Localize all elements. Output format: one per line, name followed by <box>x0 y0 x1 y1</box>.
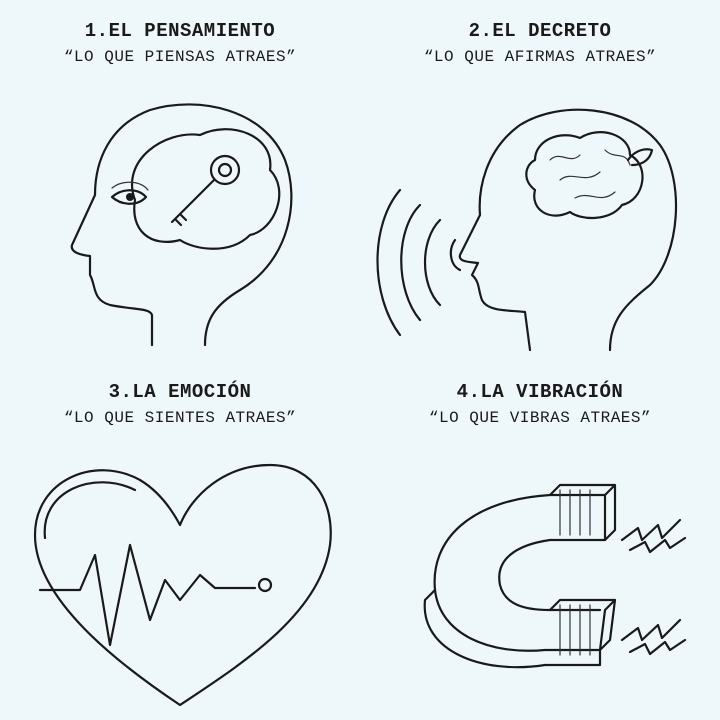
panel-title: 4.LA VIBRACIÓN <box>456 381 624 403</box>
panel-decreto: 2.EL DECRETO “LO QUE AFIRMAS ATRAES” <box>360 0 720 360</box>
speaking-head-icon <box>376 108 678 352</box>
magnet-icon <box>423 483 687 669</box>
heart-pulse-icon <box>33 463 332 707</box>
panel-subtitle: “LO QUE VIBRAS ATRAES” <box>428 409 652 427</box>
panel-title: 3.LA EMOCIÓN <box>108 381 252 403</box>
panel-subtitle: “LO QUE PIENSAS ATRAES” <box>63 48 297 66</box>
panel-subtitle: “LO QUE AFIRMAS ATRAES” <box>423 48 657 66</box>
panel-pensamiento: 1.EL PENSAMIENTO “LO QUE PIENSAS ATRAES” <box>0 0 360 360</box>
head-with-key-icon <box>70 103 293 347</box>
panel-subtitle: “LO QUE SIENTES ATRAES” <box>63 409 297 427</box>
panel-emocion: 3.LA EMOCIÓN “LO QUE SIENTES ATRAES” <box>0 360 360 720</box>
panel-vibracion: 4.LA VIBRACIÓN “LO QUE VIBRAS ATRAES” <box>360 360 720 720</box>
panel-title: 2.EL DECRETO <box>468 20 612 42</box>
panel-title: 1.EL PENSAMIENTO <box>84 20 276 42</box>
